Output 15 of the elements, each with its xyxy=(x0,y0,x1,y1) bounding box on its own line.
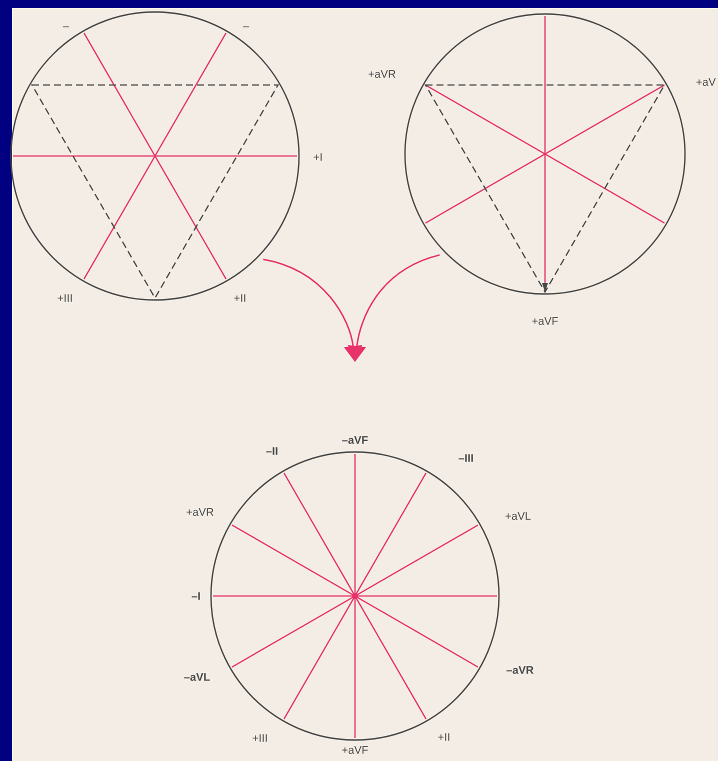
axis-label: +I xyxy=(314,153,322,161)
axis-label: +III xyxy=(252,734,267,742)
lead-circle xyxy=(10,11,300,301)
axis-label: –III xyxy=(458,454,473,462)
axis-label: +aVF xyxy=(532,317,558,325)
axis-label: +II xyxy=(234,294,246,302)
axis-label: +aV xyxy=(696,78,716,86)
axis-label: –I xyxy=(192,592,200,600)
axis-label: +II xyxy=(438,733,450,741)
axis-label: –II xyxy=(266,447,278,455)
axis-label: – xyxy=(242,26,250,28)
axis-label: +III xyxy=(58,294,72,302)
lead-circle xyxy=(404,13,686,295)
axis-label: +aVR xyxy=(186,508,214,516)
axis-label: – xyxy=(62,26,70,28)
